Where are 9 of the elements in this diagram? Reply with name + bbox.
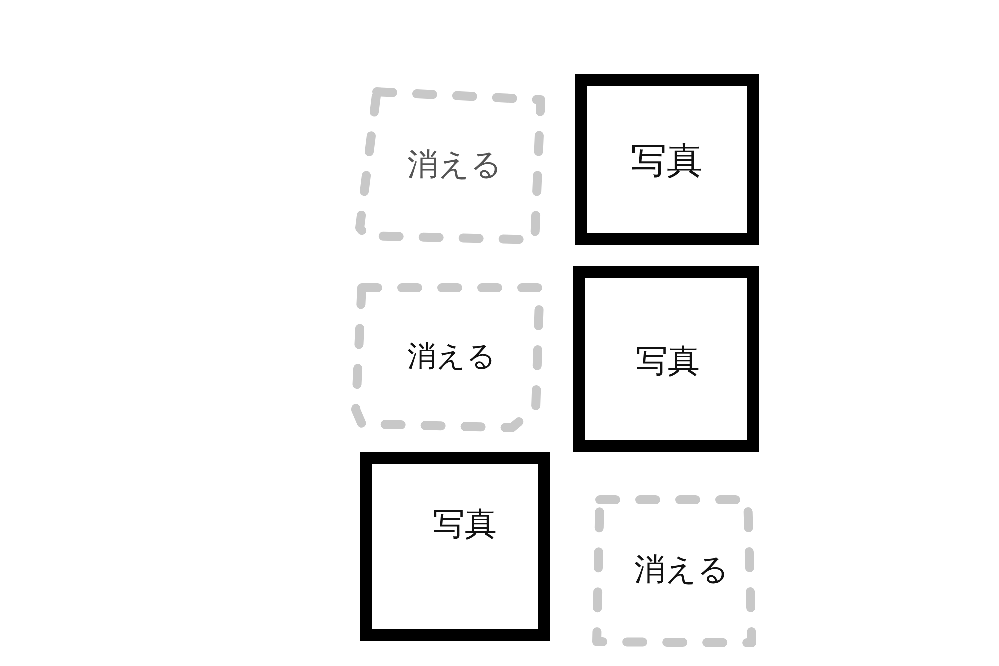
bold-bordered-box bbox=[575, 74, 759, 245]
box-label: 写真 bbox=[636, 345, 700, 377]
box-label: 消える bbox=[634, 554, 730, 586]
box-label: 写真 bbox=[433, 508, 497, 540]
bold-bordered-box bbox=[573, 266, 759, 452]
box-label: 消える bbox=[408, 150, 502, 180]
bold-bordered-box bbox=[360, 452, 550, 641]
box-label: 消える bbox=[408, 342, 496, 370]
box-label: 写真 bbox=[631, 144, 703, 180]
